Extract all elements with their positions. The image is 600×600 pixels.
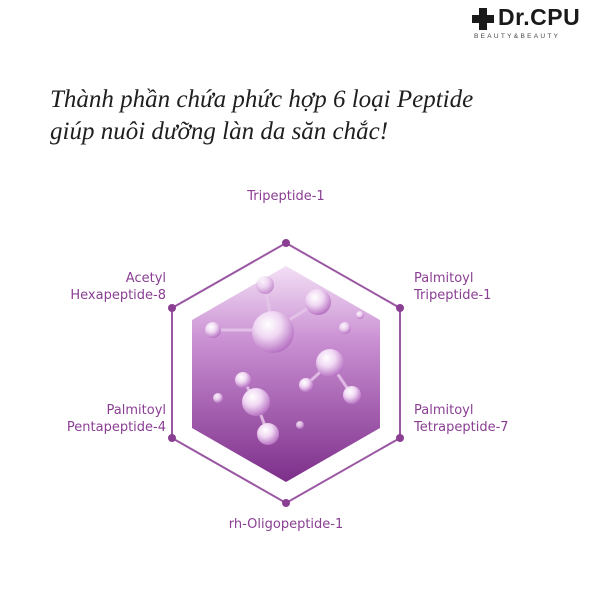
brand-name: Dr.CPU bbox=[498, 4, 581, 30]
heading-line-1: Thành phần chứa phức hợp 6 loại Peptide bbox=[50, 86, 474, 113]
page-heading: Thành phần chứa phức hợp 6 loại Peptide … bbox=[50, 84, 570, 148]
heading-line-2: giúp nuôi dưỡng làn da săn chắc! bbox=[50, 118, 389, 145]
cross-icon bbox=[472, 8, 494, 30]
label-acetyl-hexapeptide-8: Acetyl Hexapeptide-8 bbox=[70, 271, 166, 303]
label-palmitoyl-tripeptide-1: Palmitoyl Tripeptide-1 bbox=[414, 271, 492, 303]
label-tripeptide-1: Tripeptide-1 bbox=[247, 189, 325, 204]
molecule-illustration bbox=[205, 276, 364, 445]
label-palmitoyl-tetrapeptide-7: Palmitoyl Tetrapeptide-7 bbox=[414, 403, 509, 435]
hexagon-fill bbox=[192, 266, 380, 482]
brand-logo: Dr.CPU BEAUTY&BEAUTY bbox=[472, 4, 594, 42]
label-rh-oligopeptide-1: rh-Oligopeptide-1 bbox=[228, 517, 344, 532]
label-palmitoyl-pentapeptide-4: Palmitoyl Pentapeptide-4 bbox=[66, 403, 166, 435]
brand-tagline: BEAUTY&BEAUTY bbox=[474, 33, 561, 40]
hexagon-vertex-dots bbox=[168, 239, 404, 507]
